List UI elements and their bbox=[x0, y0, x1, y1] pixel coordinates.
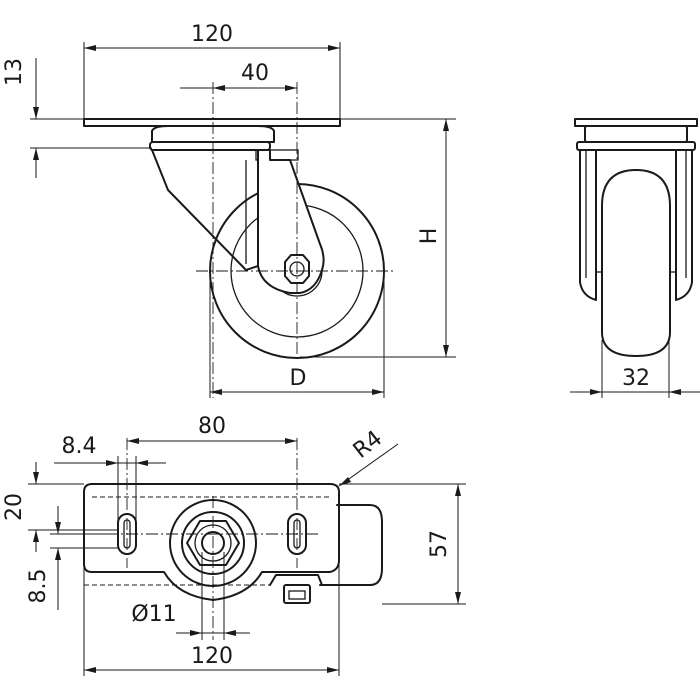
dim-diameter: D bbox=[290, 366, 307, 391]
front-fork bbox=[151, 149, 325, 294]
dim-wheel-width: 32 bbox=[622, 366, 650, 391]
dim-bore: Ø11 bbox=[131, 602, 176, 627]
side-top-plate bbox=[574, 118, 698, 127]
brake-lever bbox=[269, 574, 323, 586]
brake-pedal bbox=[283, 584, 311, 604]
side-bearing-ring bbox=[576, 141, 696, 151]
side-fork-right bbox=[675, 149, 693, 301]
side-view: 32 bbox=[570, 118, 700, 398]
dim-top-width: 120 bbox=[191, 22, 233, 47]
top-plate bbox=[83, 483, 340, 601]
side-fork-left bbox=[579, 149, 597, 301]
dim-plate-thickness: 13 bbox=[2, 58, 27, 86]
top-view bbox=[83, 438, 383, 640]
dim-bottom-width: 120 bbox=[191, 644, 233, 669]
brake-pedal-inner bbox=[288, 590, 306, 600]
side-swivel-bearing bbox=[584, 125, 688, 143]
dim-slot-width: 8.4 bbox=[62, 434, 97, 459]
front-view bbox=[83, 82, 395, 398]
dim-hole-spacing: 40 bbox=[241, 61, 269, 86]
top-brake-housing bbox=[319, 504, 383, 586]
front-top-plate bbox=[83, 118, 341, 127]
side-wheel bbox=[601, 169, 671, 357]
dim-corner-radius: R4 bbox=[349, 426, 387, 464]
dim-slot-spacing: 80 bbox=[198, 414, 226, 439]
side-fork-inner bbox=[585, 150, 687, 278]
front-swivel-bearing bbox=[151, 125, 275, 143]
dim-slot-length: 8.5 bbox=[26, 569, 51, 604]
top-boss-nut bbox=[186, 520, 240, 566]
top-view-dimensions: 8.4 80 R4 20 8.5 57 bbox=[2, 414, 466, 676]
front-bearing-ring bbox=[149, 141, 271, 151]
dim-plate-depth: 20 bbox=[2, 493, 27, 521]
front-view-dimensions: 120 40 13 H D bbox=[2, 22, 456, 398]
dim-height: H bbox=[417, 228, 442, 245]
dim-overall-depth: 57 bbox=[427, 530, 452, 558]
front-fork-leg bbox=[151, 149, 259, 271]
